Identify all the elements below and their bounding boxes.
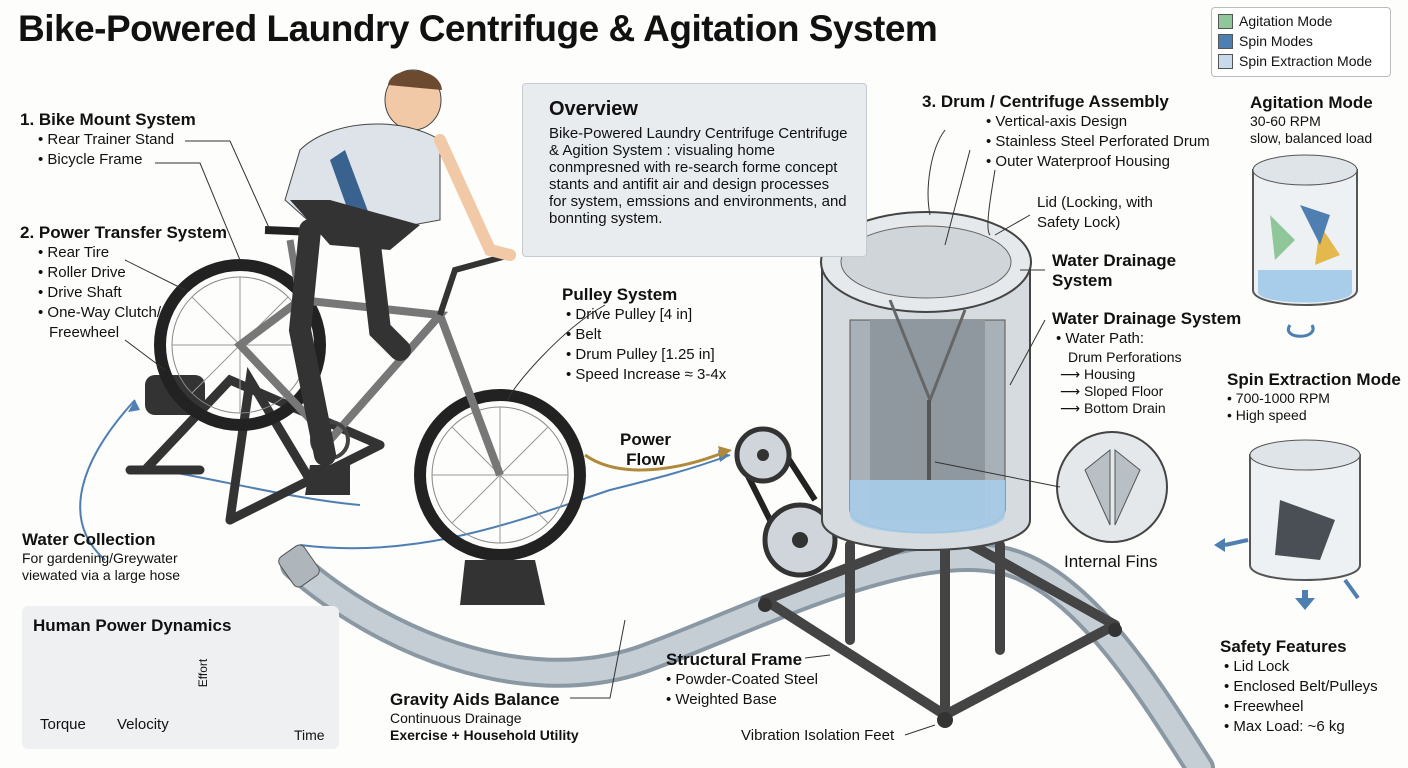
- bike: [154, 226, 586, 561]
- bike-mount-heading: 1. Bike Mount System: [20, 110, 196, 129]
- overview-body: Bike-Powered Laundry Centrifuge Centrifu…: [549, 125, 848, 227]
- power-flow-label: Power Flow: [620, 430, 672, 469]
- water-path-step: ⟶ Sloped Floor: [1060, 383, 1164, 399]
- water-collection-heading: Water Collection: [22, 530, 156, 549]
- pulley-item: • Drum Pulley [1.25 in]: [566, 346, 715, 363]
- legend: Agitation Mode Spin Modes Spin Extractio…: [1211, 7, 1391, 77]
- bike-mount-callout: 1. Bike Mount System • Rear Trainer Stan…: [20, 110, 196, 170]
- pulley-item: • Speed Increase ≈ 3-4x: [566, 366, 727, 383]
- gravity-heading: Gravity Aids Balance: [390, 690, 560, 709]
- spin-item: • 700-1000 RPM: [1227, 390, 1330, 406]
- drum-item: • Stainless Steel Perforated Drum: [986, 133, 1210, 150]
- spin-extraction-drum: [1214, 439, 1361, 610]
- spin-item: • High speed: [1227, 407, 1307, 423]
- power-transfer-item: Freewheel: [49, 324, 120, 341]
- lid-callout: Lid (Locking, with Safety Lock): [1037, 194, 1153, 231]
- drum-assembly-callout: 3. Drum / Centrifuge Assembly • Vertical…: [922, 92, 1210, 172]
- agitation-mode-callout: Agitation Mode 30-60 RPM slow, balanced …: [1250, 93, 1373, 146]
- frame-item: • Powder-Coated Steel: [666, 671, 818, 688]
- frame-item: • Weighted Base: [666, 691, 777, 708]
- vibration-feet-label: Vibration Isolation Feet: [741, 727, 895, 744]
- gravity-callout: Gravity Aids Balance Continuous Drainage…: [390, 690, 579, 743]
- drainage-callout-top: Water Drainage System: [1052, 251, 1177, 290]
- torque-label: Torque: [40, 716, 86, 733]
- safety-item: • Max Load: ~6 kg: [1224, 718, 1345, 735]
- bike-mount-item: • Bicycle Frame: [38, 151, 143, 168]
- safety-heading: Safety Features: [1220, 637, 1347, 656]
- pulley-system: [734, 426, 838, 578]
- front-wheel-block: [460, 560, 545, 605]
- overview-panel: Overview Bike-Powered Laundry Centrifuge…: [522, 83, 867, 257]
- centrifuge-drum: [820, 211, 1032, 551]
- power-transfer-callout: 2. Power Transfer System • Rear Tire • R…: [20, 223, 227, 343]
- pulley-callout: Pulley System • Drive Pulley [4 in] • Be…: [562, 285, 726, 385]
- agitation-mode-drum: [1252, 154, 1358, 338]
- agitation-heading: Agitation Mode: [1250, 93, 1373, 112]
- safety-item: • Enclosed Belt/Pulleys: [1224, 678, 1378, 695]
- water-path-label: • Water Path:: [1056, 330, 1145, 347]
- drum-item: • Outer Waterproof Housing: [986, 153, 1170, 170]
- power-flow-arrow: [584, 450, 726, 472]
- safety-item: • Freewheel: [1224, 698, 1304, 715]
- effort-axis-label: Effort: [196, 658, 211, 688]
- safety-callout: Safety Features • Lid Lock • Enclosed Be…: [1220, 637, 1378, 737]
- legend-swatch-green: [1218, 13, 1233, 29]
- spin-mode-callout: Spin Extraction Mode • 700-1000 RPM • Hi…: [1227, 370, 1401, 424]
- drum-heading: 3. Drum / Centrifuge Assembly: [922, 92, 1169, 111]
- drum-item: • Vertical-axis Design: [986, 113, 1128, 130]
- water-collection-callout: Water Collection For gardening/Greywater…: [22, 530, 180, 583]
- pulley-item: • Drive Pulley [4 in]: [566, 306, 693, 323]
- page-title: Bike-Powered Laundry Centrifuge & Agitat…: [18, 8, 938, 49]
- overview-heading: Overview: [549, 98, 638, 120]
- arrow-head-icon: [128, 400, 140, 412]
- power-flow-arrow-head-icon: [718, 446, 732, 458]
- water-path-step: ⟶ Housing: [1060, 366, 1136, 382]
- power-transfer-item: • Roller Drive: [38, 264, 126, 281]
- legend-item-spin: Spin Modes: [1218, 31, 1390, 51]
- pulley-item: • Belt: [566, 326, 602, 343]
- human-power-heading: Human Power Dynamics: [33, 616, 232, 635]
- bike-mount-item: • Rear Trainer Stand: [38, 131, 175, 148]
- spin-heading: Spin Extraction Mode: [1227, 370, 1401, 389]
- frame-heading: Structural Frame: [666, 650, 803, 669]
- power-transfer-item: • One-Way Clutch/: [38, 304, 162, 321]
- power-transfer-heading: 2. Power Transfer System: [20, 223, 227, 242]
- internal-fins-label: Internal Fins: [1064, 552, 1158, 571]
- time-axis-label: Time: [294, 727, 325, 743]
- legend-swatch-blue: [1218, 33, 1233, 49]
- velocity-label: Velocity: [117, 716, 169, 733]
- drainage-callout: Water Drainage System • Water Path: Drum…: [1052, 309, 1241, 417]
- water-flow-arrow: [79, 399, 136, 561]
- legend-item-extraction: Spin Extraction Mode: [1218, 51, 1390, 71]
- power-transfer-item: • Rear Tire: [38, 244, 110, 261]
- internal-fins-detail: [1056, 431, 1168, 543]
- water-path-step: ⟶ Bottom Drain: [1060, 400, 1166, 416]
- drainage-heading: Water Drainage System: [1052, 309, 1242, 328]
- legend-swatch-lightblue: [1218, 53, 1233, 69]
- safety-item: • Lid Lock: [1224, 658, 1290, 675]
- pulley-heading: Pulley System: [562, 285, 678, 304]
- frame-callout: Structural Frame • Powder-Coated Steel •…: [666, 650, 818, 710]
- human-power-panel: Human Power Dynamics Torque Velocity Eff…: [22, 606, 339, 749]
- hose-nozzle: [278, 544, 320, 588]
- power-transfer-item: • Drive Shaft: [38, 284, 122, 301]
- water-path-step: Drum Perforations: [1068, 349, 1182, 365]
- legend-item-agitation: Agitation Mode: [1218, 11, 1390, 31]
- rider: [284, 69, 516, 495]
